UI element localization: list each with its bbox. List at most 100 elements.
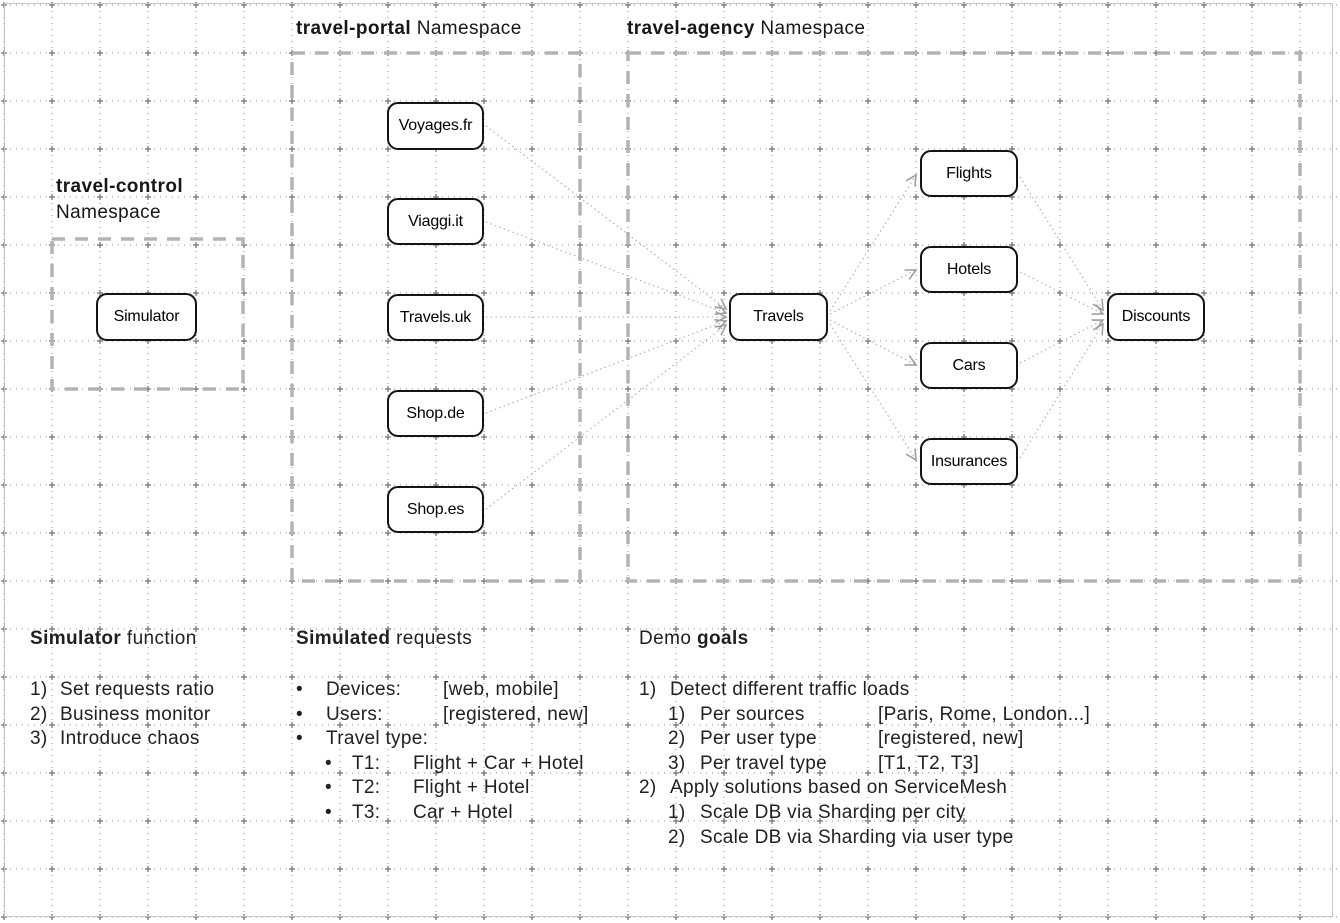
item-label: Travel type:	[326, 728, 429, 750]
item-value: [registered, new]	[443, 703, 589, 725]
item-label: Per sources	[700, 703, 805, 725]
list-subitem: •T1:Flight + Car + Hotel	[296, 752, 589, 777]
list-item: 1)Detect different traffic loads	[639, 678, 1090, 703]
node-viaggi-it: Viaggi.it	[387, 198, 484, 245]
travel-control-namespace-box	[50, 237, 245, 391]
simulated-requests-title-bold: Simulated	[296, 628, 391, 649]
travel-portal-namespace-label: travel-portal Namespace	[296, 18, 522, 40]
simulator-function-list: 1)Set requests ratio 2)Business monitor …	[30, 678, 214, 752]
edges-travels-to-services	[829, 175, 916, 460]
edge-travels-insurances	[829, 323, 916, 460]
node-shop-es: Shop.es	[387, 486, 484, 533]
list-subitem: • T3: Car + Hotel	[296, 801, 589, 826]
edge-voyages-travels	[485, 125, 726, 309]
travel-control-namespace-label-rest: Namespace	[56, 201, 161, 223]
item-label: T3:	[352, 801, 381, 823]
simulated-requests-list: • Devices: [web, mobile] •Users:[registere…	[296, 678, 589, 826]
item-value: [T1, T2, T3]	[878, 752, 980, 774]
bullet: •	[296, 728, 303, 750]
demo-goals-list: 1)Detect different traffic loads 1) Per s…	[639, 678, 1090, 850]
item-label: Per user type	[700, 728, 817, 750]
list-subitem: 1) Scale DB via Sharding per city	[639, 801, 1090, 826]
item-text: Business monitor	[60, 703, 211, 725]
item-number: 2)	[668, 728, 686, 750]
simulator-function-title-rest: function	[121, 628, 197, 649]
list-item: • Devices: [web, mobile]	[296, 678, 589, 703]
edge-shopde-travels	[485, 321, 726, 414]
edge-viaggi-travels	[485, 221, 726, 313]
item-number: 1)	[30, 679, 48, 700]
item-text: Scale DB via Sharding per city	[700, 801, 966, 823]
list-subitem: 3) Per travel type [T1, T2, T3]	[639, 752, 1090, 777]
list-item: 3) Introduce chaos	[30, 727, 214, 752]
edge-cars-discounts	[1019, 320, 1103, 364]
section-simulator-function: Simulator function 1)Set requests ratio …	[30, 628, 290, 758]
item-label: Per travel type	[700, 752, 827, 774]
bullet: •	[325, 801, 332, 823]
edges-portals-to-travels	[485, 125, 726, 510]
list-subitem: 2) Per user type [registered, new]	[639, 727, 1090, 752]
item-value: Flight + Car + Hotel	[413, 752, 584, 774]
bullet: •	[296, 703, 303, 725]
item-number: 1)	[668, 801, 686, 823]
list-item: 2) Business monitor	[30, 703, 214, 728]
travel-control-namespace-label-bold: travel-control	[56, 176, 184, 197]
item-text: Set requests ratio	[60, 679, 215, 700]
item-number: 2)	[30, 703, 48, 725]
item-value: [web, mobile]	[443, 679, 559, 700]
item-number: 3)	[30, 728, 48, 750]
list-subitem: 2) Scale DB via Sharding via user type	[639, 826, 1090, 851]
edge-travels-cars	[829, 319, 916, 365]
item-value: [Paris, Rome, London...]	[878, 703, 1091, 725]
item-label: T1:	[352, 752, 381, 774]
simulator-function-title: Simulator function	[30, 628, 290, 650]
item-value: Flight + Hotel	[413, 777, 530, 799]
item-value: Car + Hotel	[413, 801, 513, 823]
list-item: •Users:[registered, new]	[296, 703, 589, 728]
list-subitem: • T2: Flight + Hotel	[296, 776, 589, 801]
item-value: [registered, new]	[878, 728, 1024, 750]
list-item: 1) Set requests ratio	[30, 678, 214, 703]
node-travels: Travels	[729, 293, 828, 341]
demo-goals-title-regular: Demo	[639, 628, 697, 649]
list-item: • Travel type:	[296, 727, 589, 752]
node-voyages-fr: Voyages.fr	[387, 102, 484, 150]
travel-portal-namespace-label-rest: Namespace	[411, 18, 522, 39]
bullet: •	[296, 679, 303, 700]
list-item: 2) Apply solutions based on ServiceMesh	[639, 776, 1090, 801]
travel-control-namespace-label: travel-control Namespace	[56, 174, 183, 225]
node-insurances: Insurances	[920, 438, 1018, 485]
item-text: Apply solutions based on ServiceMesh	[670, 777, 1008, 799]
node-simulator: Simulator	[96, 293, 197, 341]
bullet: •	[325, 777, 332, 799]
item-label: T2:	[352, 777, 381, 799]
item-number: 2)	[668, 826, 686, 848]
node-shop-de: Shop.de	[387, 390, 484, 437]
simulator-function-title-bold: Simulator	[30, 628, 122, 649]
demo-goals-title: Demo goals	[639, 628, 1099, 650]
demo-goals-title-bold: goals	[696, 628, 749, 649]
node-discounts: Discounts	[1107, 293, 1205, 341]
edges-services-to-discounts	[1019, 176, 1103, 459]
item-text: Scale DB via Sharding via user type	[700, 826, 1014, 848]
item-number: 1)	[668, 703, 686, 725]
node-hotels: Hotels	[920, 246, 1018, 293]
travel-agency-namespace-label-bold: travel-agency	[627, 18, 755, 39]
item-text: Introduce chaos	[60, 728, 200, 750]
item-number: 1)	[639, 679, 657, 700]
simulated-requests-title: Simulated requests	[296, 628, 626, 650]
node-cars: Cars	[920, 342, 1018, 389]
node-travels-uk: Travels.uk	[387, 294, 484, 341]
list-subitem: 1) Per sources [Paris, Rome, London...]	[639, 703, 1090, 728]
item-label: Devices:	[326, 679, 402, 700]
edge-travels-hotels	[829, 270, 916, 315]
node-flights: Flights	[920, 150, 1018, 197]
item-number: 2)	[639, 777, 657, 799]
edge-shopes-travels	[485, 325, 726, 510]
item-number: 3)	[668, 752, 686, 774]
edge-travels-flights	[829, 175, 916, 312]
edge-hotels-discounts	[1019, 271, 1103, 314]
